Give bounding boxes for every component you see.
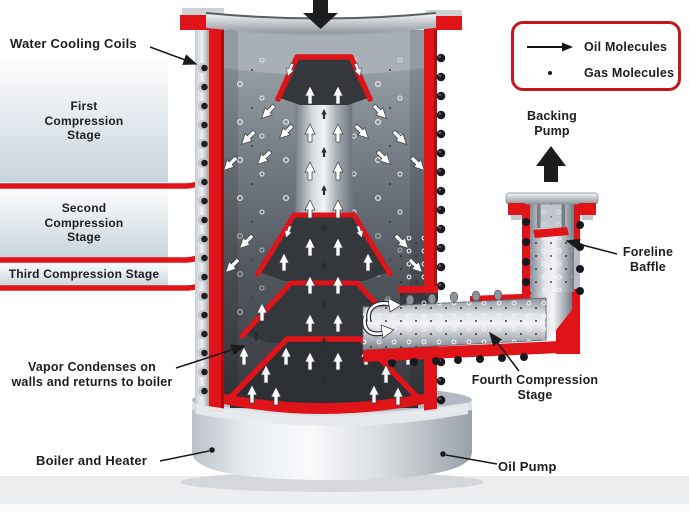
boiler-leader-dot: [209, 447, 215, 453]
oil-pump-leader-dot: [440, 451, 446, 457]
legend-box: Oil Molecules Gas Molecules: [511, 21, 681, 91]
first-compression-stage-label: First Compression Stage: [0, 60, 168, 182]
legend-row-gas: Gas Molecules: [524, 64, 674, 82]
backing-pump-arrow: [536, 146, 566, 182]
vapor-condenses-label: Vapor Condenses on walls and returns to …: [11, 360, 173, 389]
second-compression-stage-text: Second Compression Stage: [44, 201, 124, 245]
gas-molecules-label: Gas Molecules: [584, 66, 675, 80]
oil-molecule-arrow-icon: [524, 41, 576, 53]
oil-molecules-label: Oil Molecules: [584, 40, 668, 54]
third-compression-stage-label: Third Compression Stage: [0, 262, 168, 287]
foreline-baffle-part: [533, 227, 569, 238]
second-compression-stage-label: Second Compression Stage: [0, 188, 168, 258]
leader-lines: [149, 46, 618, 465]
swirl-arrows: [361, 297, 402, 339]
oil-pump-label: Oil Pump: [498, 459, 557, 474]
water-cooling-coils-label: Water Cooling Coils: [10, 36, 137, 51]
boiler-and-heater-label: Boiler and Heater: [36, 453, 148, 468]
gas-molecule-dot-icon: [524, 71, 576, 75]
legend-row-oil: Oil Molecules: [524, 38, 667, 56]
first-compression-stage-text: First Compression Stage: [44, 99, 124, 143]
boiler-front-rim: [196, 404, 468, 426]
backing-pump-label: Backing Pump: [526, 109, 578, 138]
fourth-compression-stage-label: Fourth Compression Stage: [471, 373, 599, 402]
inlet-arrow: [303, 0, 338, 29]
foreline-baffle-label: Foreline Baffle: [622, 245, 674, 274]
stage-panels: [0, 60, 168, 287]
foreline-coils: [383, 218, 584, 367]
third-compression-stage-text: Third Compression Stage: [8, 267, 160, 282]
